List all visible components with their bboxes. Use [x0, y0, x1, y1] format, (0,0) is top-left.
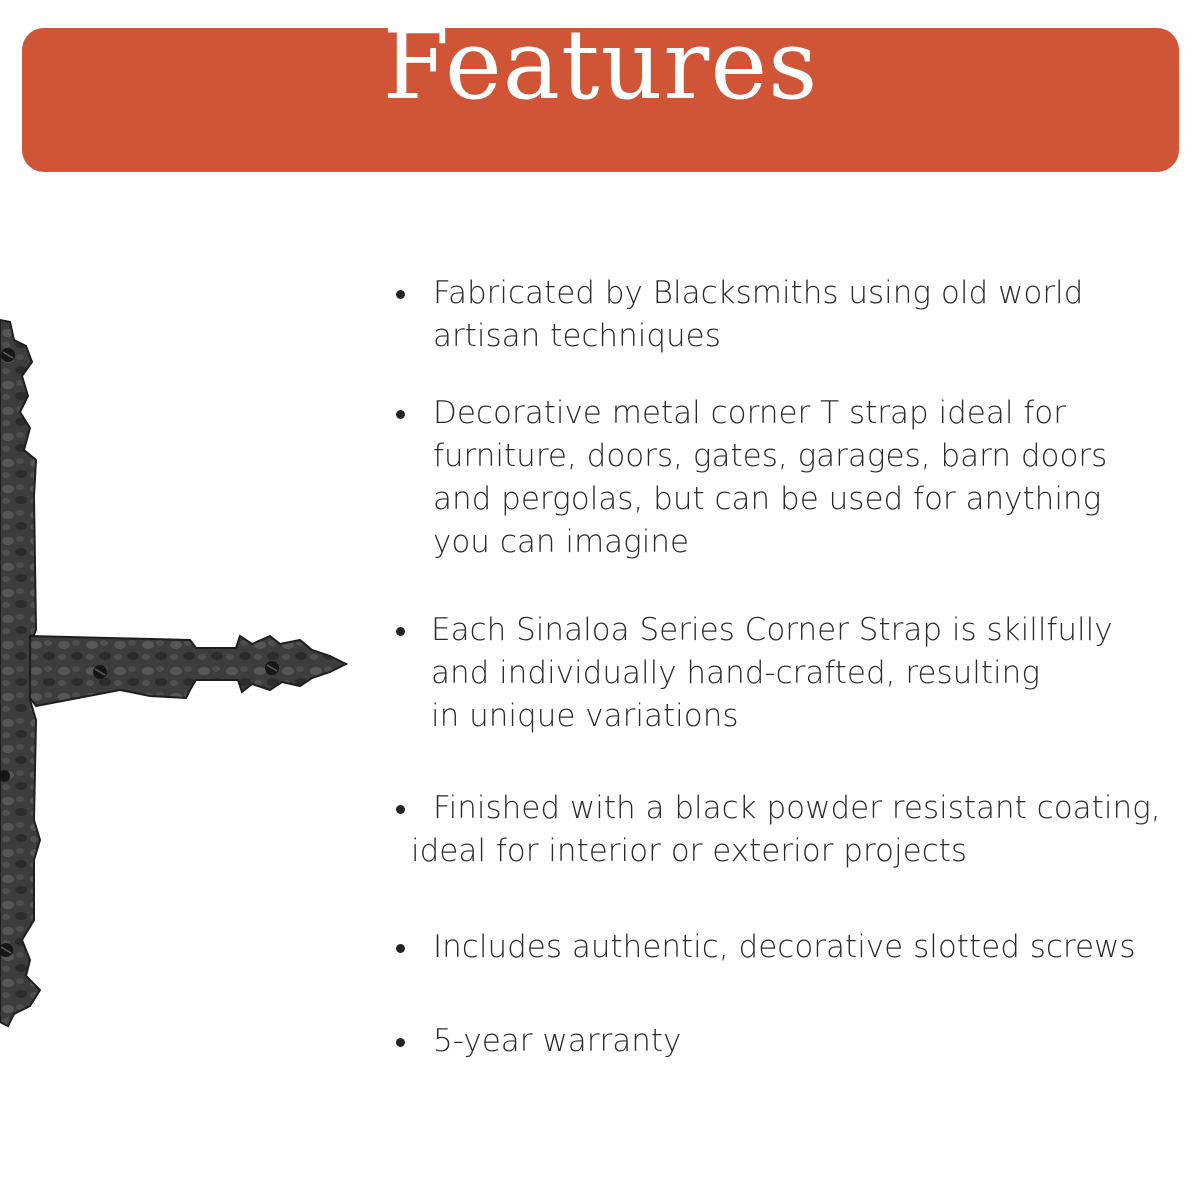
feature-line: 5-year warranty [433, 1023, 682, 1059]
bullet-icon [396, 1038, 405, 1047]
feature-line: artisan techniques [433, 318, 721, 354]
bullet-icon [396, 627, 405, 636]
feature-item-3: Each Sinaloa Series Corner Strap is skil… [396, 609, 1113, 738]
bullet-icon [396, 805, 405, 814]
feature-line: Each Sinaloa Series Corner Strap is skil… [431, 612, 1113, 648]
feature-item-5: Includes authentic, decorative slotted s… [396, 926, 1136, 969]
page-title: Features [382, 8, 819, 121]
feature-line: Fabricated by Blacksmiths using old worl… [433, 275, 1084, 311]
feature-item-1: Fabricated by Blacksmiths using old worl… [396, 272, 1084, 358]
bullet-icon [396, 944, 405, 953]
feature-item-2: Decorative metal corner T strap ideal fo… [396, 392, 1108, 564]
feature-line: furniture, doors, gates, garages, barn d… [433, 438, 1108, 474]
feature-line: Includes authentic, decorative slotted s… [433, 929, 1136, 965]
feature-line: and individually hand-crafted, resulting [431, 655, 1040, 691]
feature-line: you can imagine [433, 524, 690, 560]
iron-corner-t-strap-icon [0, 318, 349, 1028]
feature-line: in unique variations [431, 698, 739, 734]
feature-line: ideal for interior or exterior projects [411, 833, 968, 869]
feature-line: Finished with a black powder resistant c… [433, 790, 1161, 826]
feature-item-6: 5-year warranty [396, 1020, 682, 1063]
feature-line: Decorative metal corner T strap ideal fo… [433, 395, 1066, 431]
header-banner: Features [22, 17, 1179, 172]
feature-line: and pergolas, but can be used for anythi… [433, 481, 1102, 517]
bullet-icon [396, 410, 405, 419]
feature-item-4: Finished with a black powder resistant c… [396, 787, 1161, 873]
bullet-icon [396, 290, 405, 299]
